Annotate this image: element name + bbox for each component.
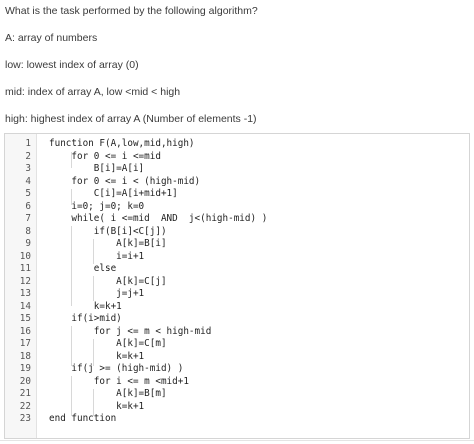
indent-guide <box>93 276 94 301</box>
indent-guide <box>71 189 72 205</box>
question-line-array: A: array of numbers <box>5 32 98 44</box>
code-line: 4 for 0 <= i < (high-mid) <box>5 176 469 189</box>
question-line-high: high: highest index of array A (Number o… <box>5 113 257 125</box>
code-text: end function <box>49 413 117 424</box>
line-number: 18 <box>19 350 31 362</box>
indent-guide <box>93 339 94 366</box>
divider <box>0 440 474 441</box>
line-number: 19 <box>19 363 31 374</box>
line-number: 17 <box>19 338 31 349</box>
code-text: for i <= m <mid+1 <box>49 375 189 387</box>
line-number: 16 <box>19 325 31 337</box>
code-line: 7 while( i <=mid AND j<(high-mid) ) <box>5 213 469 226</box>
code-line: 3 B[i]=A[i] <box>5 163 469 176</box>
line-number: 22 <box>19 400 31 412</box>
code-line: 21 A[k]=B[m] <box>5 388 469 401</box>
question-line-low: low: lowest index of array (0) <box>5 59 139 71</box>
code-text: k=k+1 <box>49 400 145 412</box>
code-text: if(B[i]<C[j]) <box>49 225 167 237</box>
code-line: 23 end function <box>5 413 469 426</box>
code-line: 19 if(j >= (high-mid) ) <box>5 363 469 376</box>
code-line: 16 for j <= m < high-mid <box>5 326 469 339</box>
code-line: 8 if(B[i]<C[j]) <box>5 226 469 239</box>
code-line: 15 if(i>mid) <box>5 313 469 326</box>
code-text: k=k+1 <box>49 350 145 362</box>
indent-guide <box>93 239 94 264</box>
code-text: i=0; j=0; k=0 <box>49 200 145 212</box>
line-number: 23 <box>19 413 31 424</box>
code-text: for 0 <= i < (high-mid) <box>49 175 201 187</box>
code-line: 2 for 0 <= i <=mid <box>5 151 469 164</box>
indent-guide <box>71 376 72 416</box>
code-text: else <box>49 263 117 274</box>
line-number: 11 <box>19 263 31 274</box>
code-text: A[k]=C[m] <box>49 338 167 349</box>
code-line: 20 for i <= m <mid+1 <box>5 376 469 389</box>
line-number: 4 <box>25 175 31 187</box>
code-line: 12 A[k]=C[j] <box>5 276 469 289</box>
line-number-gutter <box>5 134 37 438</box>
code-text: if(j >= (high-mid) ) <box>49 363 184 374</box>
code-line: 10 i=i+1 <box>5 251 469 264</box>
code-text: B[i]=A[i] <box>49 163 145 174</box>
code-text: while( i <=mid AND j<(high-mid) ) <box>49 213 268 224</box>
question-title: What is the task performed by the follow… <box>5 5 258 17</box>
code-text: function F(A,low,mid,high) <box>49 138 195 149</box>
code-text: if(i>mid) <box>49 313 122 324</box>
code-text: A[k]=C[j] <box>49 275 167 287</box>
line-number: 13 <box>19 288 31 299</box>
code-text: i=i+1 <box>49 250 145 262</box>
line-number: 21 <box>19 388 31 399</box>
code-line: 5 C[i]=A[i+mid+1] <box>5 188 469 201</box>
code-text: for 0 <= i <=mid <box>49 150 161 162</box>
line-number: 15 <box>19 313 31 324</box>
indent-guide <box>71 326 72 366</box>
code-line: 6 i=0; j=0; k=0 <box>5 201 469 214</box>
indent-guide <box>71 152 72 168</box>
line-number: 8 <box>25 225 31 237</box>
code-line: 11 else <box>5 263 469 276</box>
code-line: 18 k=k+1 <box>5 351 469 364</box>
code-line: 1 function F(A,low,mid,high) <box>5 138 469 151</box>
line-number: 1 <box>25 138 31 149</box>
line-number: 7 <box>25 213 31 224</box>
code-text: j=j+1 <box>49 288 145 299</box>
code-line: 13 j=j+1 <box>5 288 469 301</box>
line-number: 9 <box>25 238 31 249</box>
indent-guide <box>93 389 94 416</box>
code-text: A[k]=B[m] <box>49 388 167 399</box>
indent-guide <box>71 226 72 306</box>
code-line: 17 A[k]=C[m] <box>5 338 469 351</box>
line-number: 10 <box>19 250 31 262</box>
line-number: 14 <box>19 300 31 312</box>
question-line-mid: mid: index of array A, low <mid < high <box>5 86 181 98</box>
line-number: 5 <box>25 188 31 199</box>
code-text: C[i]=A[i+mid+1] <box>49 188 178 199</box>
code-line: 22 k=k+1 <box>5 401 469 414</box>
code-line: 9 A[k]=B[i] <box>5 238 469 251</box>
code-text: k=k+1 <box>49 300 122 312</box>
code-text: A[k]=B[i] <box>49 238 167 249</box>
line-number: 12 <box>19 275 31 287</box>
line-number: 2 <box>25 150 31 162</box>
line-number: 20 <box>19 375 31 387</box>
code-block: 1 function F(A,low,mid,high) 2 for 0 <= i… <box>4 133 470 439</box>
line-number: 6 <box>25 200 31 212</box>
code-line: 14 k=k+1 <box>5 301 469 314</box>
line-number: 3 <box>25 163 31 174</box>
code-text: for j <= m < high-mid <box>49 325 212 337</box>
